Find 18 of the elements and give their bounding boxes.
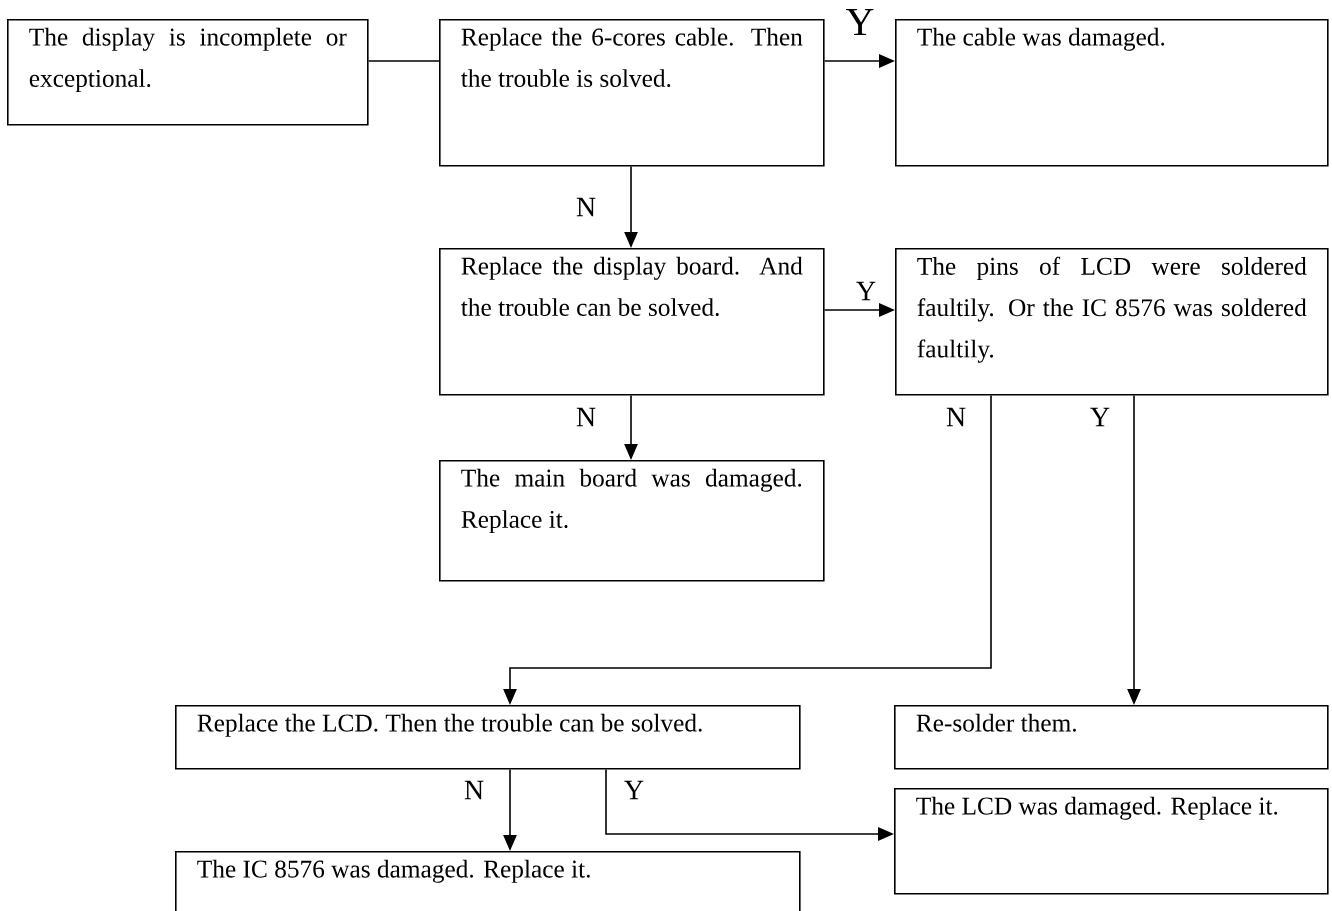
edge-label: Y — [1088, 406, 1112, 428]
process-box: The LCD was damaged. Replace it. — [894, 788, 1329, 895]
process-box: The main board was damaged. Replace it. — [439, 460, 825, 582]
process-box: Replace the LCD. Then the trouble can be solved. — [175, 705, 801, 770]
edge-label: Y — [844, 7, 876, 37]
edge-label: N — [462, 779, 486, 801]
process-box: The cable was damaged. — [895, 19, 1329, 167]
process-box: The display is incomplete or exceptional. — [7, 19, 369, 126]
process-box: Re-solder them. — [894, 705, 1329, 770]
edge-label: N — [944, 406, 968, 428]
process-box: Replace the display board. And the trouble can be solved. — [439, 248, 825, 396]
edge-label: N — [574, 196, 598, 218]
edge-label: Y — [854, 280, 878, 302]
process-box: The pins of LCD were soldered faultily. Or the IC 8576 was soldered faultily. — [895, 248, 1329, 396]
edge-label: N — [574, 406, 598, 428]
process-box: Replace the 6-cores cable. Then the trouble is solved. — [439, 19, 825, 167]
process-box: The IC 8576 was damaged. Replace it. — [175, 851, 801, 911]
edge-label: Y — [622, 779, 646, 801]
